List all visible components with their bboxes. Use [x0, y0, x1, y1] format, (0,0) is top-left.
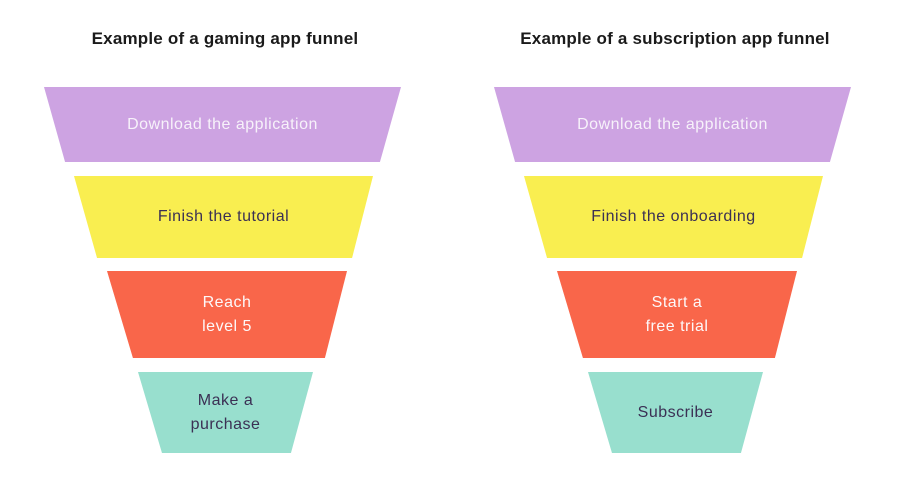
- stage-label: Make a purchase: [190, 391, 261, 433]
- stage-label: Subscribe: [637, 403, 714, 421]
- gaming-stage-purchase: Make a purchase: [138, 372, 313, 453]
- subscription-funnel: Example of a subscription app funnel Dow…: [450, 0, 900, 484]
- stage-label: Start a free trial: [645, 293, 709, 335]
- stage-label: Finish the onboarding: [591, 208, 756, 225]
- subscription-funnel-title: Example of a subscription app funnel: [520, 29, 830, 48]
- subscription-stage-free-trial: Start a free trial: [557, 271, 797, 358]
- gaming-funnel: Example of a gaming app funnel Download …: [44, 29, 401, 453]
- subscription-stage-subscribe: Subscribe: [588, 372, 763, 453]
- subscription-stage-onboarding: Finish the onboarding: [524, 176, 823, 258]
- subscription-stage-download: Download the application: [494, 87, 851, 162]
- stage-label: Download the application: [127, 115, 318, 133]
- stage-label: Finish the tutorial: [157, 208, 290, 225]
- gaming-funnel-title: Example of a gaming app funnel: [91, 29, 359, 48]
- stage-label: Download the application: [577, 115, 768, 133]
- gaming-stage-tutorial: Finish the tutorial: [74, 176, 373, 258]
- gaming-stage-level5: Reach level 5: [107, 271, 347, 358]
- gaming-stage-download: Download the application: [44, 87, 401, 162]
- stage-label: Reach level 5: [202, 293, 252, 335]
